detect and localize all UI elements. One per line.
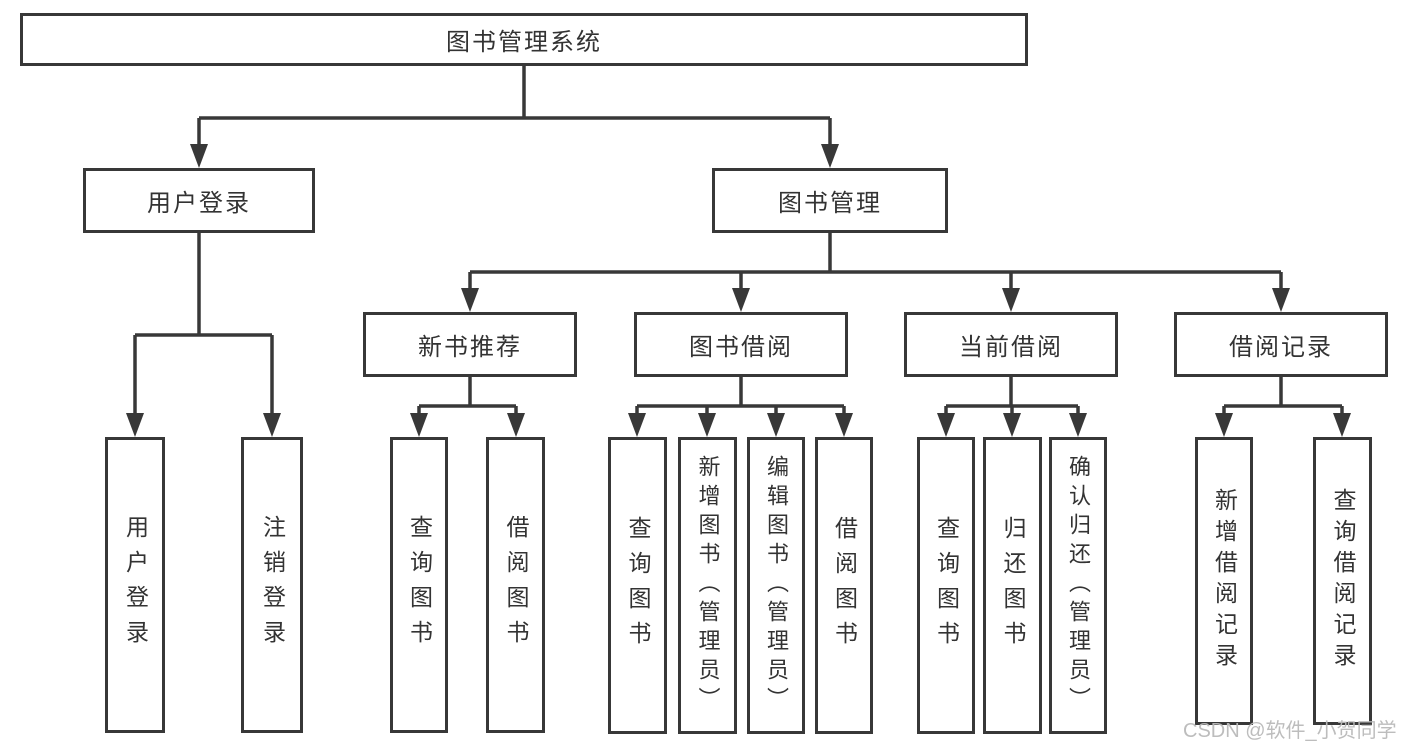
- node-new-book-recommend-label: 新书推荐: [418, 334, 522, 361]
- leaf-query-borrow-record-label: 查询借阅记录: [1330, 488, 1356, 674]
- leaf-edit-book-admin: 编辑图书（管理员）: [747, 437, 805, 734]
- arrow-down-icon: [1215, 413, 1233, 437]
- node-user-login-label: 用户登录: [147, 190, 251, 217]
- leaf-add-borrow-record-label: 新增借阅记录: [1211, 488, 1238, 674]
- leaf-return-book-label: 归还图书: [1000, 515, 1026, 656]
- node-root: 图书管理系统: [20, 13, 1028, 66]
- leaf-confirm-return-admin: 确认归还（管理员）: [1049, 437, 1107, 734]
- leaf-add-book-admin-label: 新增图书（管理员）: [695, 455, 721, 716]
- arrow-down-icon: [767, 413, 785, 437]
- arrow-down-icon: [628, 413, 646, 437]
- leaf-borrow-book-2-label: 借阅图书: [831, 515, 858, 656]
- csdn-watermark: CSDN @软件_小贺同学: [1183, 720, 1397, 742]
- leaf-logout-label: 注销登录: [259, 515, 286, 655]
- leaf-query-book-3: 查询图书: [917, 437, 975, 734]
- leaf-add-borrow-record: 新增借阅记录: [1195, 437, 1253, 725]
- arrow-down-icon: [1333, 413, 1351, 437]
- leaf-user-login-label: 用户登录: [122, 515, 149, 655]
- leaf-borrow-book-2: 借阅图书: [815, 437, 873, 734]
- leaf-borrow-book-1-label: 借阅图书: [503, 515, 529, 655]
- arrow-down-icon: [507, 413, 525, 437]
- arrow-down-icon: [1003, 413, 1021, 437]
- leaf-query-book-1: 查询图书: [390, 437, 448, 733]
- leaf-query-book-3-label: 查询图书: [933, 515, 960, 656]
- leaf-edit-book-admin-label: 编辑图书（管理员）: [764, 455, 789, 716]
- leaf-confirm-return-admin-label: 确认归还（管理员）: [1066, 455, 1091, 716]
- node-root-label: 图书管理系统: [446, 29, 602, 56]
- arrow-down-icon: [937, 413, 955, 437]
- node-book-borrow-label: 图书借阅: [689, 334, 793, 361]
- leaf-return-book: 归还图书: [983, 437, 1042, 734]
- tree-edges: [133, 66, 1344, 421]
- node-book-borrow: 图书借阅: [634, 312, 848, 377]
- node-current-borrow-label: 当前借阅: [959, 334, 1063, 361]
- arrow-down-icon: [698, 413, 716, 437]
- leaf-query-book-2: 查询图书: [608, 437, 667, 734]
- arrow-down-icon: [821, 144, 839, 168]
- arrow-down-icon: [126, 413, 144, 437]
- arrow-down-icon: [732, 288, 750, 312]
- arrow-down-icon: [190, 144, 208, 168]
- leaf-user-login: 用户登录: [105, 437, 165, 733]
- leaf-query-borrow-record: 查询借阅记录: [1313, 437, 1372, 725]
- node-current-borrow: 当前借阅: [904, 312, 1118, 377]
- arrow-down-icon: [410, 413, 428, 437]
- arrow-down-icon: [1272, 288, 1290, 312]
- arrow-down-icon: [835, 413, 853, 437]
- node-borrow-record-label: 借阅记录: [1229, 334, 1333, 361]
- node-user-login: 用户登录: [83, 168, 315, 233]
- leaf-logout: 注销登录: [241, 437, 303, 733]
- arrow-down-icon: [1002, 288, 1020, 312]
- node-book-management-label: 图书管理: [778, 190, 882, 217]
- leaf-query-book-2-label: 查询图书: [625, 515, 651, 656]
- node-new-book-recommend: 新书推荐: [363, 312, 577, 377]
- node-borrow-record: 借阅记录: [1174, 312, 1388, 377]
- node-book-management: 图书管理: [712, 168, 948, 233]
- leaf-borrow-book-1: 借阅图书: [486, 437, 545, 733]
- leaf-add-book-admin: 新增图书（管理员）: [678, 437, 737, 734]
- arrowheads: [126, 144, 1351, 437]
- arrow-down-icon: [1069, 413, 1087, 437]
- arrow-down-icon: [461, 288, 479, 312]
- arrow-down-icon: [263, 413, 281, 437]
- leaf-query-book-1-label: 查询图书: [406, 515, 433, 655]
